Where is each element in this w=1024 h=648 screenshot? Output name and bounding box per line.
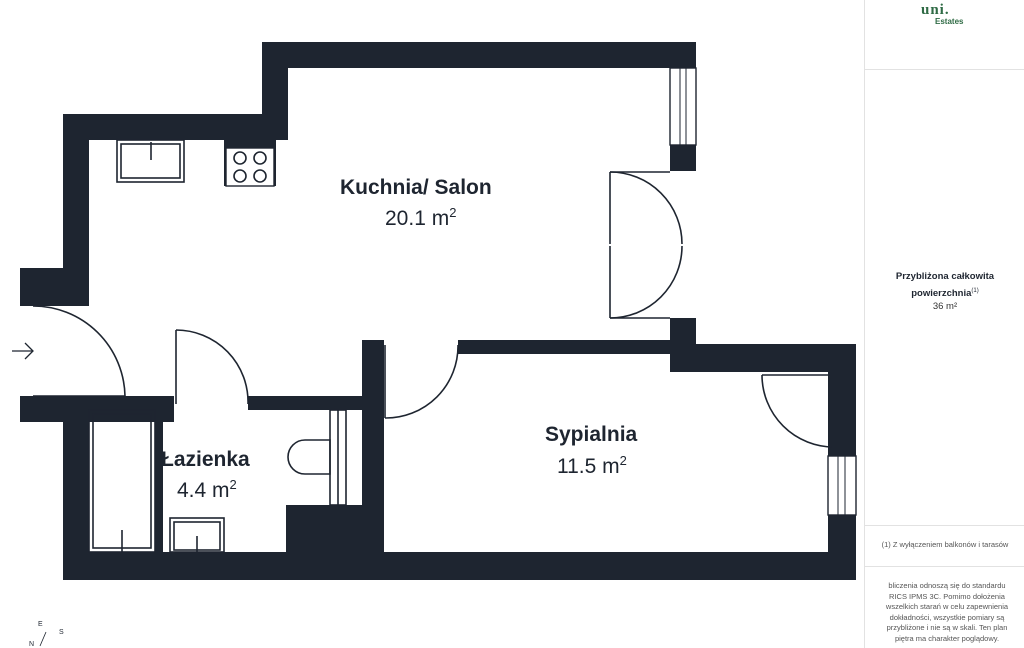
sidebar-divider (865, 69, 1024, 70)
room-name-kitchen: Kuchnia/ Salon (340, 176, 492, 199)
compass-label-s: S (59, 629, 64, 636)
entrance-arrow-icon (12, 342, 34, 360)
sidebar-divider (865, 525, 1024, 526)
room-name-bathroom: Łazienka (161, 448, 250, 471)
total-area-title: Przybliżona całkowita powierzchnia(1) (895, 271, 995, 300)
room-name-bedroom: Sypialnia (545, 423, 638, 446)
compass-label-n: N (29, 641, 35, 648)
windows (669, 67, 857, 516)
doors (32, 171, 835, 448)
room-area-bathroom: 4.4 m2 (177, 477, 237, 502)
compass-label-e: E (38, 621, 43, 628)
total-area-value: 36 m² (932, 301, 958, 312)
info-sidebar: uni. Estates Przybliżona całkowita powie… (864, 0, 1024, 648)
company-logo: uni. Estates (921, 2, 964, 27)
fixtures (88, 139, 347, 553)
footnote: (1) Z wyłączeniem balkonów i tarasów (881, 540, 1009, 549)
disclaimer-text: bliczenia odnoszą się do standardu RICS … (885, 581, 1009, 643)
logo-word: Estates (935, 17, 964, 26)
floor-plan (12, 42, 857, 647)
room-area-kitchen: 20.1 m2 (385, 205, 457, 230)
room-area-bedroom: 11.5 m2 (557, 453, 627, 478)
compass-icon (39, 631, 47, 647)
sidebar-divider (865, 566, 1024, 567)
logo-mark: uni. (921, 2, 950, 18)
walls (20, 42, 856, 580)
